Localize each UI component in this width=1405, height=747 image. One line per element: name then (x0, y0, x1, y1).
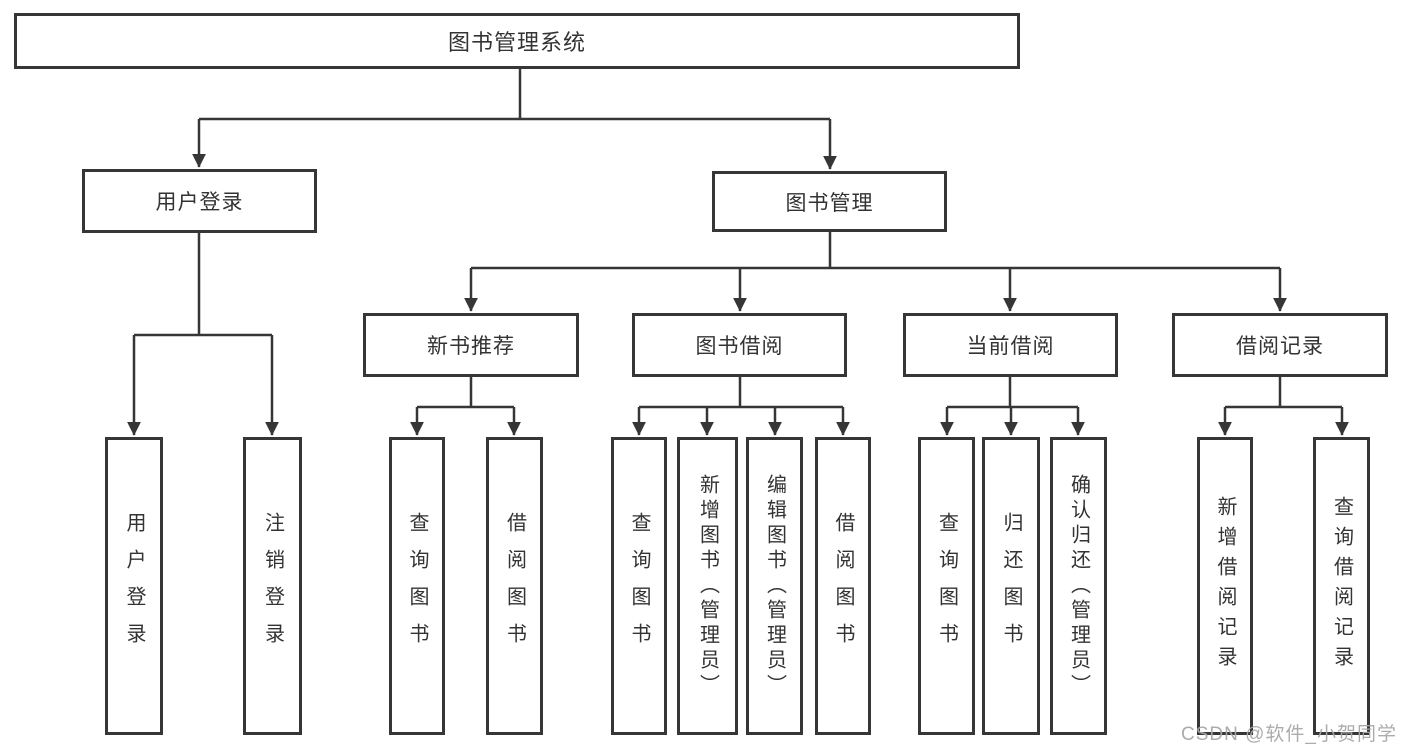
leaf-label: 归还图书 (1000, 512, 1022, 660)
leaf-rec-query-books: 查询图书 (389, 437, 445, 735)
leaf-label: 确认归还（管理员） (1067, 473, 1090, 699)
node-new-book-recommend: 新书推荐 (363, 313, 579, 377)
leaf-label: 注销登录 (261, 512, 284, 660)
leaf-logout: 注销登录 (243, 437, 302, 735)
leaf-user-login: 用户登录 (105, 437, 163, 735)
leaf-bb-query-books: 查询图书 (611, 437, 667, 735)
leaf-cb-return-books: 归还图书 (982, 437, 1040, 735)
leaf-br-query-record: 查询借阅记录 (1313, 437, 1370, 735)
node-label: 借阅记录 (1236, 335, 1324, 358)
node-label: 图书借阅 (695, 335, 784, 358)
leaf-label: 查询图书 (935, 512, 958, 660)
node-borrow-records: 借阅记录 (1172, 313, 1388, 377)
node-system-root: 图书管理系统 (14, 13, 1020, 69)
node-label: 图书管理 (785, 191, 874, 215)
leaf-label: 新增借阅记录 (1214, 496, 1236, 676)
csdn-watermark: CSDN @软件_小贺同学 (1181, 724, 1397, 745)
leaf-label: 借阅图书 (503, 512, 526, 660)
leaf-label: 用户登录 (123, 512, 145, 660)
node-label: 当前借阅 (966, 335, 1055, 358)
leaf-label: 查询图书 (628, 512, 650, 660)
leaf-cb-confirm-return-admin: 确认归还（管理员） (1050, 437, 1107, 735)
leaf-bb-edit-books-admin: 编辑图书（管理员） (746, 437, 803, 735)
leaf-label: 编辑图书（管理员） (763, 473, 786, 699)
node-current-borrow: 当前借阅 (903, 313, 1118, 377)
leaf-bb-add-books-admin: 新增图书（管理员） (677, 437, 738, 735)
leaf-cb-query-books: 查询图书 (918, 437, 975, 735)
node-book-management: 图书管理 (712, 171, 947, 232)
leaf-label: 借阅图书 (832, 512, 854, 660)
node-user-login: 用户登录 (82, 169, 317, 233)
leaf-label: 查询图书 (406, 512, 428, 660)
leaf-label: 新增图书（管理员） (696, 473, 719, 699)
node-label: 用户登录 (155, 191, 244, 214)
leaf-rec-borrow-books: 借阅图书 (486, 437, 543, 735)
leaf-bb-borrow-books: 借阅图书 (815, 437, 871, 735)
node-label: 图书管理系统 (447, 30, 586, 55)
leaf-label: 查询借阅记录 (1330, 496, 1353, 676)
node-label: 新书推荐 (427, 335, 515, 358)
node-book-borrow: 图书借阅 (632, 313, 847, 377)
leaf-br-add-record: 新增借阅记录 (1197, 437, 1253, 735)
